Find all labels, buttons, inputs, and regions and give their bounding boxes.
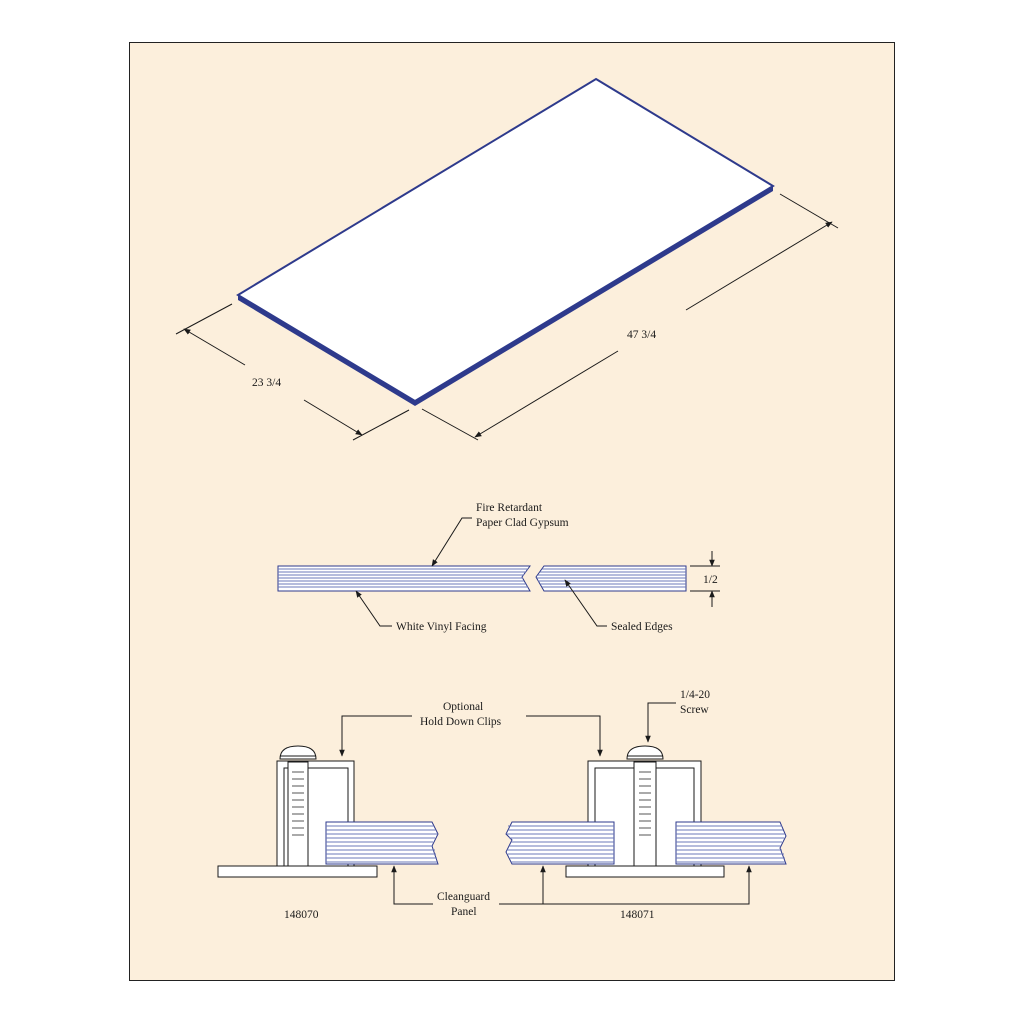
clips-label-line1: Optional <box>443 701 483 713</box>
left-part-number: 148070 <box>284 909 319 921</box>
panel-top-face <box>236 77 775 403</box>
clip-detail-view: Optional Hold Down Clips 1/4-20 Screw <box>217 689 787 921</box>
left-clip: 148070 <box>217 745 439 921</box>
screw-label-line1: 1/4-20 <box>680 689 710 701</box>
panel-front-edge <box>238 295 415 406</box>
clips-label-line2: Hold Down Clips <box>420 716 502 728</box>
width-dimension-label: 23 3/4 <box>252 377 281 389</box>
length-dimension: 47 3/4 <box>421 193 839 441</box>
core-label-line2: Paper Clad Gypsum <box>476 517 569 529</box>
thickness-label: 1/2 <box>703 574 718 586</box>
right-clip: 148071 <box>505 745 787 921</box>
panel-label-line1: Cleanguard <box>437 891 490 903</box>
facing-label: White Vinyl Facing <box>396 621 487 633</box>
panel-isometric-view: 23 3/4 47 3/4 <box>175 77 839 441</box>
screw-label-line2: Screw <box>680 704 709 716</box>
sealed-edges-label: Sealed Edges <box>611 621 673 633</box>
right-part-number: 148071 <box>620 909 655 921</box>
length-dimension-label: 47 3/4 <box>627 329 656 341</box>
panel-side-edge <box>415 186 773 406</box>
core-label-line1: Fire Retardant <box>476 502 543 514</box>
width-dimension: 23 3/4 <box>175 303 410 441</box>
panel-section-view: Fire Retardant Paper Clad Gypsum White V… <box>277 502 720 633</box>
panel-label-line2: Panel <box>451 906 477 918</box>
